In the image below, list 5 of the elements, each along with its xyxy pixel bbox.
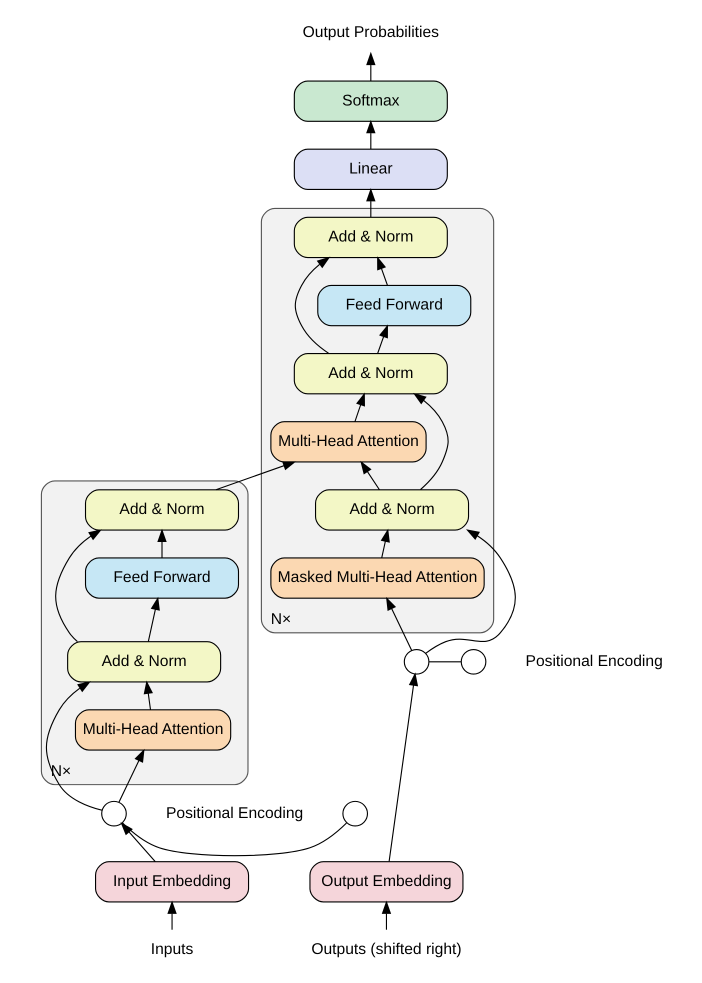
node-label: Positional Encoding [166, 804, 304, 822]
node-text: Output Probabilities [302, 24, 440, 42]
node-text: Outputs (shifted right) [311, 941, 462, 958]
node-text: Inputs [150, 941, 194, 958]
node-label: Positional Encoding [526, 652, 663, 670]
